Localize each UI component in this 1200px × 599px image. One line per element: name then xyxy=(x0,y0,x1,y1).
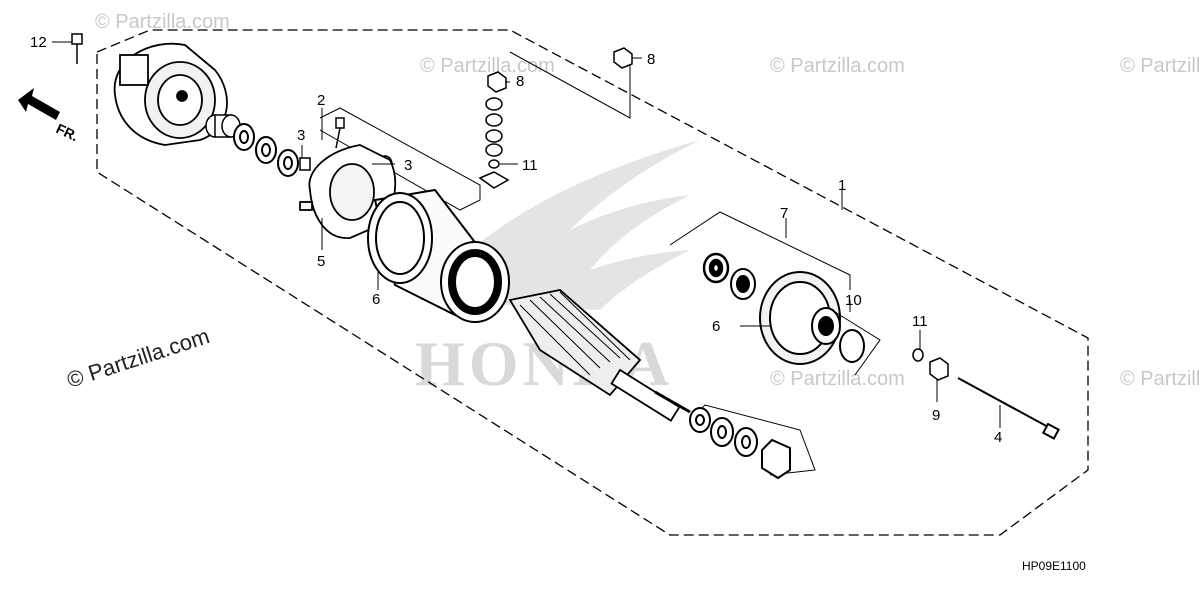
front-direction-arrow-icon xyxy=(18,88,60,120)
group-box-10 xyxy=(834,311,881,376)
washer-stack-left xyxy=(233,123,299,177)
washer-11b xyxy=(912,348,924,362)
front-cover xyxy=(759,271,841,365)
bearing xyxy=(730,268,756,300)
assembly-boundary xyxy=(96,29,1089,536)
bushing xyxy=(205,114,241,138)
oil-seal xyxy=(702,252,730,284)
leader-lines xyxy=(301,57,1001,428)
direction-label: FR. xyxy=(54,120,81,144)
armature xyxy=(508,289,691,422)
stator-yoke xyxy=(367,188,510,323)
callout-8b: 8 xyxy=(647,51,655,68)
watermark-text: © Partzilla.com xyxy=(770,368,905,390)
callout-3b: 3 xyxy=(404,157,412,174)
bolt-12 xyxy=(71,33,83,64)
screw-2 xyxy=(335,117,345,149)
rear-cover xyxy=(113,42,228,146)
watermark-text: © Partzilla.com xyxy=(420,55,555,77)
callout-3a: 3 xyxy=(297,127,305,144)
callout-1: 1 xyxy=(838,177,846,194)
callout-2: 2 xyxy=(317,92,325,109)
callout-7: 7 xyxy=(780,205,788,222)
callout-10: 10 xyxy=(845,292,862,309)
group-box-8 xyxy=(509,51,631,119)
callout-6a: 6 xyxy=(372,291,380,308)
callout-11a: 11 xyxy=(522,157,538,174)
callout-12: 12 xyxy=(30,34,47,51)
nut-8b xyxy=(613,47,633,69)
o-ring-10 xyxy=(839,329,865,363)
callout-11b: 11 xyxy=(912,313,928,330)
nut-3a xyxy=(299,157,311,171)
group-box-7 xyxy=(669,211,851,290)
watermark-text-prominent: © Partzilla.com xyxy=(64,323,213,393)
diagram-code: HP09E1100 xyxy=(1022,559,1086,573)
callout-5: 5 xyxy=(317,253,325,270)
through-bolt xyxy=(957,377,1060,440)
watermark-text: © Partzilla.com xyxy=(1120,368,1200,390)
watermark-text: © Partzilla.com xyxy=(95,11,230,33)
callout-4: 4 xyxy=(994,429,1002,446)
washer-stack-lower xyxy=(689,407,791,480)
washer-stack-center xyxy=(478,71,510,189)
callout-9: 9 xyxy=(932,407,940,424)
watermark-text: © Partzilla.com xyxy=(770,55,905,77)
watermark-text: © Partzilla.com xyxy=(1120,55,1200,77)
nut-9 xyxy=(929,357,949,381)
callout-6b: 6 xyxy=(712,318,720,335)
callout-8a: 8 xyxy=(516,73,524,90)
